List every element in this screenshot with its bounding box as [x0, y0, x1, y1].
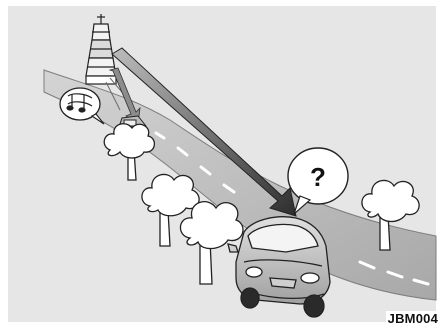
question-mark: ? — [310, 162, 326, 192]
figure-code: JBM004 — [386, 311, 440, 326]
